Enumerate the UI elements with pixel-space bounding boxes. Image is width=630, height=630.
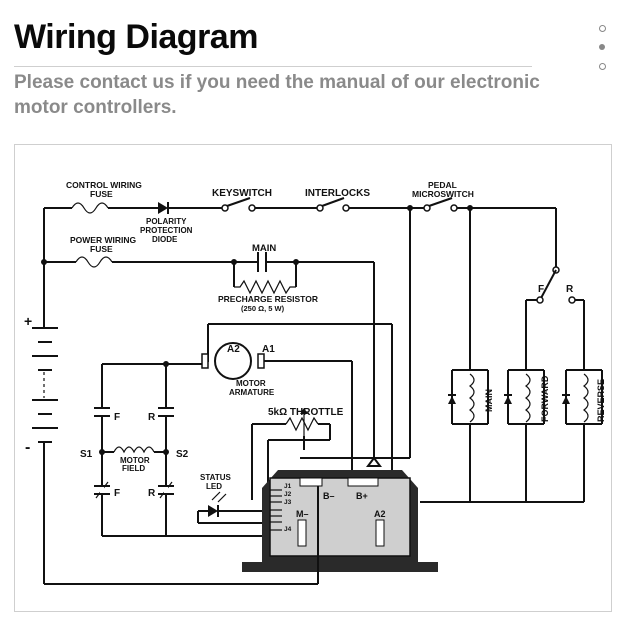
motor-controller bbox=[44, 470, 438, 585]
motor-field-coil-symbol bbox=[113, 446, 155, 454]
battery: + - bbox=[24, 208, 58, 584]
precharge-resistor-label-2: (250 Ω, 5 W) bbox=[241, 304, 285, 313]
power-wiring-fuse-label: POWER WIRING bbox=[70, 235, 136, 245]
j2-label: J2 bbox=[284, 491, 292, 498]
motor-armature-symbol bbox=[214, 342, 252, 380]
forward-coil-symbol bbox=[525, 373, 531, 423]
page-subtitle: Please contact us if you need the manual… bbox=[14, 72, 540, 118]
forward-selector-label: F bbox=[538, 284, 544, 295]
contactor-coils bbox=[420, 208, 603, 503]
s1-label: S1 bbox=[80, 449, 93, 460]
polarity-diode-label-3: DIODE bbox=[152, 235, 178, 244]
title-divider bbox=[14, 66, 532, 67]
wiring-diagram: + - CONTROL WIRING FUSE POLARITY PR bbox=[14, 144, 612, 612]
keyswitch-symbol bbox=[226, 197, 251, 207]
pedal-microswitch-label-2: MICROSWITCH bbox=[412, 189, 474, 199]
status-led-label-2: LED bbox=[206, 482, 222, 491]
motor-a1-label: A1 bbox=[262, 344, 275, 355]
carousel-indicators bbox=[596, 22, 610, 78]
b-plus-label: B+ bbox=[356, 491, 368, 501]
throttle-label: 5kΩ THROTTLE bbox=[268, 407, 344, 418]
reverse-selector-label: R bbox=[566, 284, 574, 295]
b-minus-label: B– bbox=[323, 491, 335, 501]
power-wiring-rail bbox=[41, 252, 382, 467]
reverse-coil-label: REVERSE bbox=[596, 379, 606, 422]
main-contactor-label: MAIN bbox=[252, 243, 276, 254]
motor-armature-label: MOTOR bbox=[236, 379, 266, 388]
motor-armature-label-2: ARMATURE bbox=[229, 388, 275, 397]
page-title: Wiring Diagram bbox=[14, 18, 258, 56]
precharge-resistor-symbol bbox=[234, 279, 296, 295]
battery-plus-label: + bbox=[24, 313, 32, 329]
pedal-microswitch-symbol bbox=[428, 197, 453, 207]
a2-terminal-label: A2 bbox=[374, 509, 386, 519]
carousel-dot-2[interactable] bbox=[599, 44, 605, 50]
status-led-symbol bbox=[208, 505, 218, 517]
interlocks-label: INTERLOCKS bbox=[305, 188, 370, 199]
reverse-contact-bottom-label: R bbox=[148, 488, 156, 499]
control-wiring-fuse-label-2: FUSE bbox=[90, 189, 113, 199]
status-led-label: STATUS bbox=[200, 473, 231, 482]
forward-coil-label: FORWARD bbox=[540, 375, 550, 422]
carousel-dot-3[interactable] bbox=[599, 63, 606, 70]
polarity-diode-symbol bbox=[158, 202, 168, 214]
motor-circuit bbox=[94, 323, 393, 537]
forward-contact-bottom-label: F bbox=[114, 488, 120, 499]
throttle-potentiometer-symbol bbox=[285, 416, 319, 432]
polarity-diode-label: POLARITY bbox=[146, 217, 187, 226]
status-led bbox=[197, 491, 270, 524]
motor-a2-label: A2 bbox=[227, 344, 240, 355]
keyswitch-label: KEYSWITCH bbox=[212, 188, 272, 199]
power-wiring-fuse-label-2: FUSE bbox=[90, 244, 113, 254]
carousel-dot-1[interactable] bbox=[599, 25, 606, 32]
m-minus-terminal bbox=[297, 519, 307, 547]
a2-terminal bbox=[375, 519, 385, 547]
reverse-coil-symbol bbox=[583, 373, 589, 423]
control-wiring-fuse-symbol bbox=[71, 202, 109, 214]
j4-label: J4 bbox=[284, 526, 292, 533]
interlocks-symbol bbox=[321, 197, 345, 207]
reverse-contact-top-label: R bbox=[148, 412, 156, 423]
precharge-resistor-label: PRECHARGE RESISTOR bbox=[218, 294, 318, 304]
controller-face bbox=[269, 477, 411, 557]
b-plus-terminal bbox=[347, 477, 379, 487]
s2-label: S2 bbox=[176, 449, 189, 460]
pedal-microswitch-label: PEDAL bbox=[428, 180, 457, 190]
power-wiring-fuse-symbol bbox=[75, 256, 113, 268]
main-coil-symbol bbox=[469, 373, 475, 423]
main-coil-label: MAIN bbox=[484, 389, 494, 412]
b-minus-terminal bbox=[299, 477, 323, 487]
j3-label: J3 bbox=[284, 499, 292, 506]
polarity-diode-label-2: PROTECTION bbox=[140, 226, 193, 235]
battery-minus-label: - bbox=[25, 439, 30, 456]
j1-label: J1 bbox=[284, 483, 292, 490]
wiring-diagram-svg: + - CONTROL WIRING FUSE POLARITY PR bbox=[24, 180, 606, 585]
motor-field-label-2: FIELD bbox=[122, 464, 145, 473]
control-wiring-fuse-label: CONTROL WIRING bbox=[66, 180, 142, 190]
m-minus-label: M– bbox=[296, 509, 309, 519]
motor-field-label: MOTOR bbox=[120, 456, 150, 465]
forward-contact-top-label: F bbox=[114, 412, 120, 423]
